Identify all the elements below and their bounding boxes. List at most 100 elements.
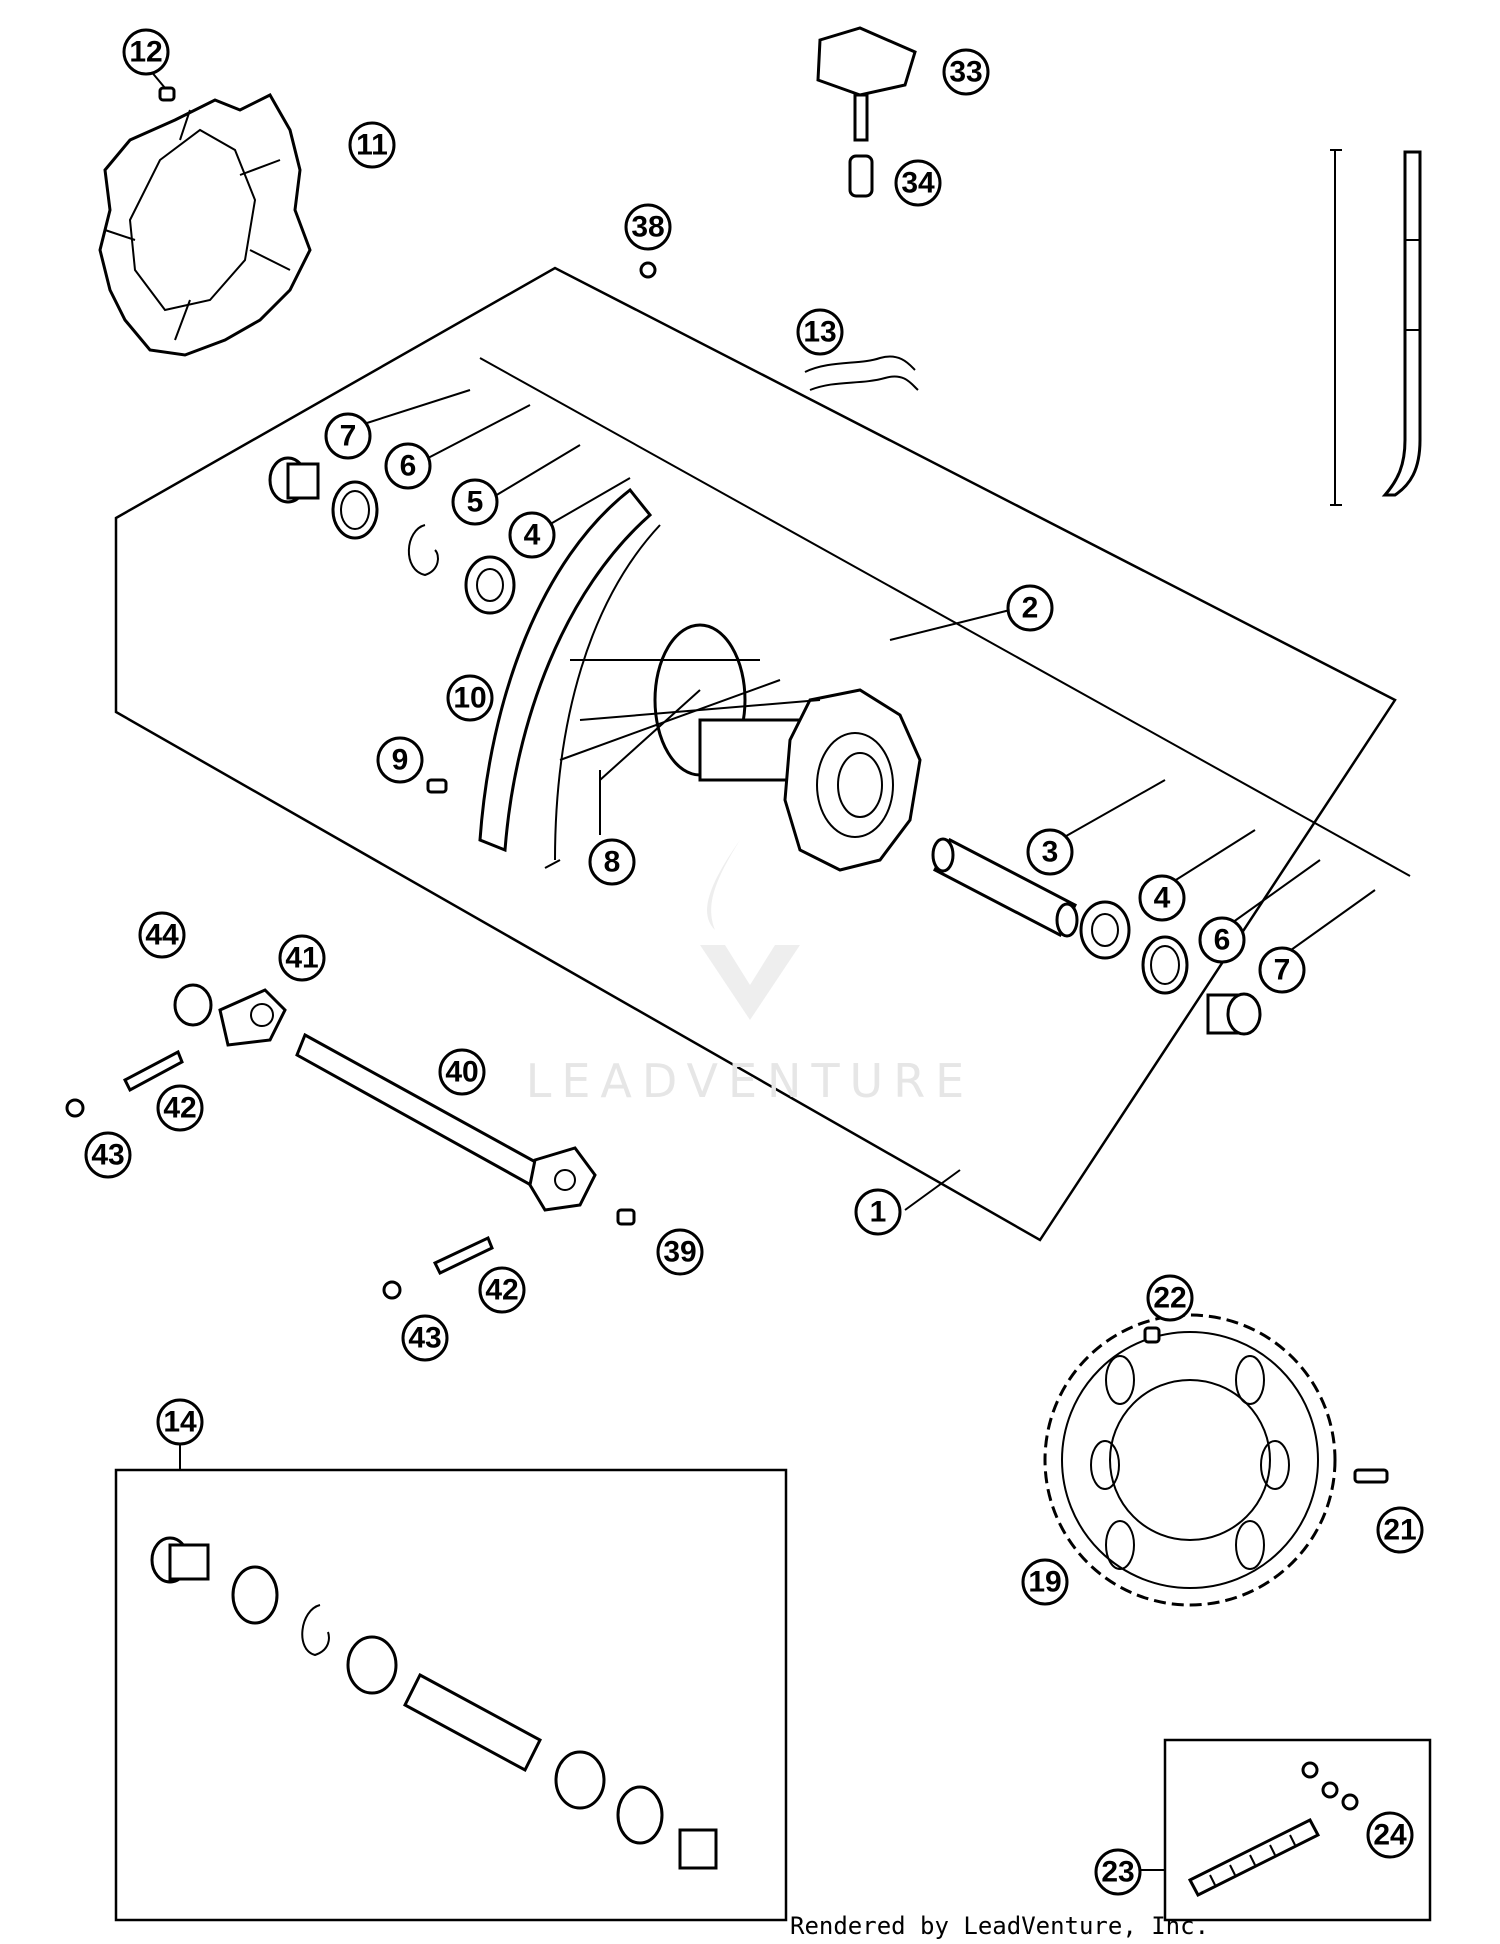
svg-text:14: 14 — [163, 1406, 197, 1439]
callout-4-left: 4 — [508, 511, 556, 559]
callout-10: 10 — [446, 674, 494, 722]
svg-text:8: 8 — [604, 846, 621, 879]
callout-42-lower: 42 — [478, 1266, 526, 1314]
chain-kit-box — [1163, 1738, 1432, 1922]
svg-text:3: 3 — [1042, 836, 1059, 869]
adjuster-screw-2 — [432, 1235, 494, 1275]
right-bearing-stack — [1079, 900, 1262, 1036]
svg-text:4: 4 — [1154, 882, 1171, 915]
callout-33: 33 — [942, 48, 990, 96]
adjuster-screw-1 — [123, 1049, 184, 1093]
callout-7-right: 7 — [1258, 946, 1306, 994]
callout-43-lower: 43 — [401, 1314, 449, 1362]
callout-39: 39 — [656, 1228, 704, 1276]
svg-text:22: 22 — [1153, 1282, 1186, 1315]
wheel-axle — [295, 1032, 597, 1212]
callout-44: 44 — [138, 911, 186, 959]
svg-text:34: 34 — [901, 167, 935, 200]
callout-22: 22 — [1146, 1274, 1194, 1322]
spacer-tube — [931, 837, 1079, 938]
callout-9: 9 — [376, 736, 424, 784]
wheel-hub — [559, 623, 922, 872]
rim-tape — [804, 355, 919, 391]
callout-8: 8 — [588, 838, 636, 886]
bearing-kit-box — [114, 1468, 788, 1922]
svg-text:2: 2 — [1022, 592, 1039, 625]
svg-text:6: 6 — [400, 450, 417, 483]
svg-text:43: 43 — [408, 1322, 441, 1355]
callout-2: 2 — [1006, 584, 1054, 632]
callout-40: 40 — [438, 1048, 486, 1096]
sprocket-bolt — [1353, 1468, 1389, 1484]
hub-group-outline — [479, 357, 1411, 877]
nipple-part — [639, 261, 657, 279]
svg-text:19: 19 — [1028, 1566, 1061, 1599]
svg-text:44: 44 — [145, 919, 179, 952]
wheel-rim — [478, 487, 661, 869]
svg-text:12: 12 — [129, 36, 162, 69]
watermark-text: LEADVENTURE — [525, 1054, 975, 1108]
render-credit: Rendered by LeadVenture, Inc. — [790, 1912, 1210, 1940]
callout-7-left: 7 — [324, 412, 372, 460]
svg-text:10: 10 — [453, 682, 486, 715]
callout-3: 3 — [1026, 828, 1074, 876]
sprocket-nut — [1143, 1326, 1161, 1344]
disc-screw — [158, 86, 176, 102]
callout-21: 21 — [1376, 1506, 1424, 1554]
callout-5: 5 — [451, 478, 499, 526]
rear-sprocket — [1043, 1313, 1337, 1607]
adjuster-nut-2 — [382, 1280, 402, 1300]
drive-chain — [1187, 1818, 1321, 1897]
adjuster-nut-1 — [65, 1098, 85, 1118]
callout-11: 11 — [348, 121, 396, 169]
callout-34: 34 — [894, 159, 942, 207]
svg-text:24: 24 — [1373, 1819, 1407, 1852]
callout-43-upper: 43 — [84, 1131, 132, 1179]
callout-14: 14 — [156, 1398, 204, 1446]
svg-text:1: 1 — [870, 1196, 887, 1229]
callout-12: 12 — [122, 28, 170, 76]
svg-text:11: 11 — [356, 129, 388, 162]
callout-6-right: 6 — [1198, 916, 1246, 964]
callout-4-right: 4 — [1138, 874, 1186, 922]
rim-lock — [816, 26, 917, 198]
wheel-assembly-outline — [114, 266, 1397, 1242]
svg-text:43: 43 — [91, 1139, 124, 1172]
svg-text:39: 39 — [663, 1236, 696, 1269]
svg-text:13: 13 — [803, 316, 836, 349]
callout-41: 41 — [278, 934, 326, 982]
svg-text:42: 42 — [485, 1274, 518, 1307]
svg-text:23: 23 — [1101, 1856, 1134, 1889]
svg-text:42: 42 — [163, 1092, 196, 1125]
bearing-kit-parts — [150, 1536, 718, 1870]
svg-text:7: 7 — [1274, 954, 1291, 987]
svg-text:4: 4 — [524, 519, 541, 552]
callout-23: 23 — [1094, 1848, 1142, 1896]
rim-screw — [426, 778, 448, 794]
callout-24: 24 — [1366, 1811, 1414, 1859]
svg-text:9: 9 — [392, 744, 409, 777]
callout-42-upper: 42 — [156, 1084, 204, 1132]
svg-text:33: 33 — [949, 56, 982, 89]
svg-text:21: 21 — [1383, 1514, 1416, 1547]
chain-adjuster-left — [173, 983, 287, 1047]
svg-text:5: 5 — [467, 486, 484, 519]
svg-text:7: 7 — [340, 420, 357, 453]
svg-text:6: 6 — [1214, 924, 1231, 957]
svg-text:41: 41 — [285, 942, 318, 975]
spoke — [1330, 149, 1422, 506]
callout-13: 13 — [796, 308, 844, 356]
brake-disc — [98, 93, 312, 357]
watermark-logo — [700, 840, 800, 1020]
callout-38: 38 — [624, 203, 672, 251]
leader-lines — [149, 69, 1376, 1211]
axle-screw — [616, 1208, 636, 1226]
callout-19: 19 — [1021, 1558, 1069, 1606]
callout-6-left: 6 — [384, 442, 432, 490]
svg-text:38: 38 — [631, 211, 664, 244]
chain-master-link — [1301, 1761, 1359, 1811]
left-bearing-stack — [268, 456, 516, 615]
svg-text:40: 40 — [445, 1056, 478, 1089]
callout-1: 1 — [854, 1188, 902, 1236]
